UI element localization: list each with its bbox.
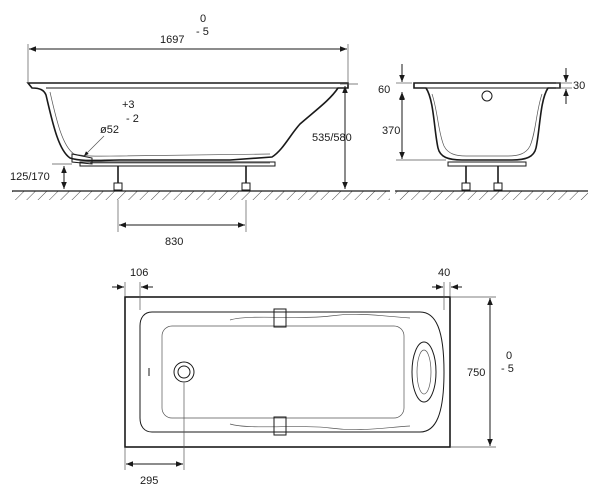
end-depth: 370 <box>382 125 400 137</box>
side-drain-diameter: ø52 <box>100 124 119 136</box>
side-length-tol-lower: - 5 <box>196 26 209 38</box>
top-width-tol-lower: - 5 <box>501 363 514 375</box>
end-rim-top: 60 <box>378 84 390 96</box>
side-frame <box>79 161 276 167</box>
top-left-offset: 106 <box>130 267 148 279</box>
end-inner-contour <box>431 93 543 157</box>
top-basin-outline <box>139 311 445 433</box>
side-foot-height: 125/170 <box>10 171 50 183</box>
end-view: 60 370 30 <box>378 64 588 200</box>
top-drain-offset: 295 <box>140 475 158 487</box>
end-rim-width: 30 <box>573 80 585 92</box>
side-tub-outline <box>26 82 349 162</box>
end-tub-outline <box>413 82 561 161</box>
side-foot-right <box>241 166 251 191</box>
top-drain-inner <box>177 365 191 379</box>
top-width-value: 750 <box>467 367 485 379</box>
top-floor-outline <box>161 325 405 419</box>
top-wave-lower <box>229 423 411 431</box>
side-inner-contour <box>49 91 271 157</box>
side-length-tol-upper: 0 <box>200 13 206 25</box>
side-foot-spacing: 830 <box>165 236 183 248</box>
side-drain-tol-lower: - 2 <box>126 113 139 125</box>
top-outer-rim <box>124 296 451 448</box>
top-wave-upper <box>229 313 411 321</box>
end-frame <box>447 161 527 167</box>
end-overflow-hole <box>481 90 493 102</box>
top-headrest <box>411 341 437 403</box>
side-height-total: 535/580 <box>312 132 352 144</box>
top-right-offset: 40 <box>438 267 450 279</box>
end-ground-hatch <box>395 191 588 200</box>
side-ground-hatch <box>12 191 390 200</box>
side-foot-left <box>113 166 123 191</box>
top-handle-upper <box>273 308 287 328</box>
side-length-value: 1697 <box>160 34 184 46</box>
top-headrest-inner <box>416 349 432 395</box>
top-handle-lower <box>273 416 287 436</box>
top-view: 106 40 750 0 - 5 295 <box>112 267 514 487</box>
side-drain-stub <box>71 153 93 165</box>
side-drain-tol-upper: +3 <box>122 99 135 111</box>
top-drain-outer <box>173 361 195 383</box>
end-foot-left <box>461 166 471 191</box>
side-drain-leader <box>83 135 105 157</box>
end-foot-right <box>493 166 503 191</box>
side-view: 1697 0 - 5 +3 ø52 - 2 535/580 125/170 83… <box>10 13 390 248</box>
top-width-tol-upper: 0 <box>506 350 512 362</box>
